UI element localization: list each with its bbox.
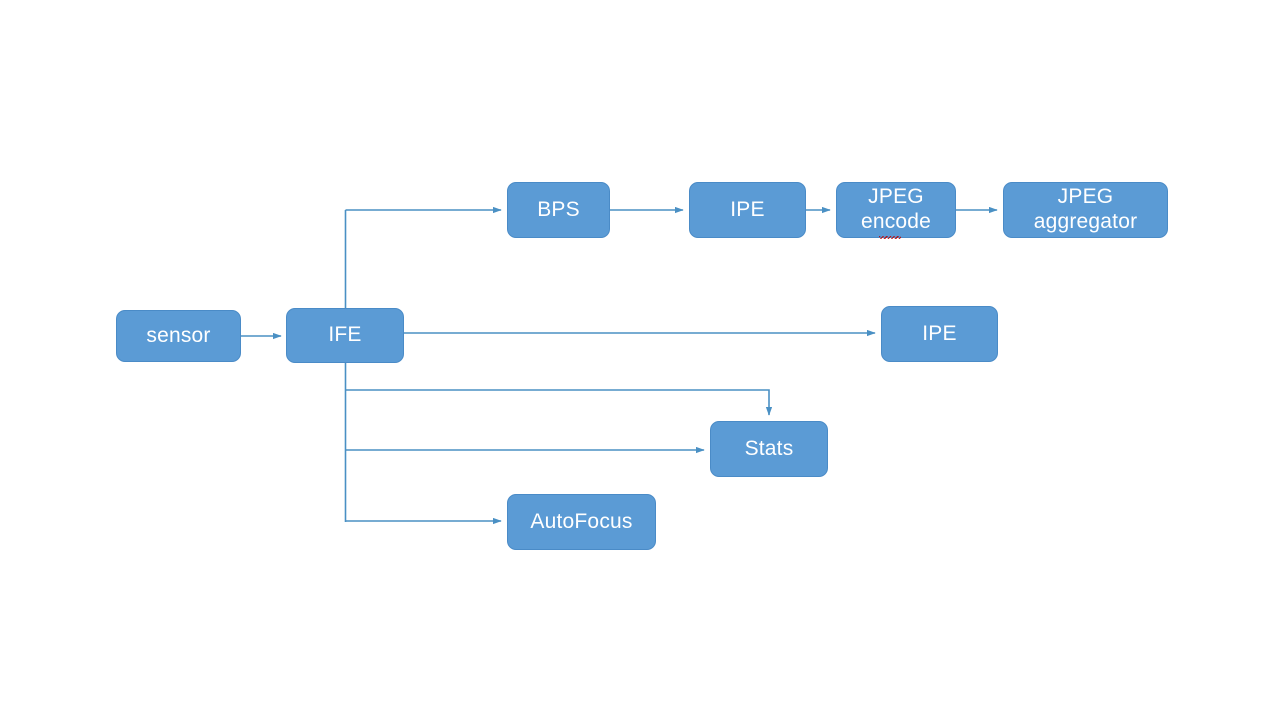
- node-jpeg-aggregator[interactable]: JPEG aggregator: [1003, 182, 1168, 238]
- node-jpeg-encode[interactable]: JPEG encode: [836, 182, 956, 238]
- node-autofocus[interactable]: AutoFocus: [507, 494, 656, 550]
- node-sensor[interactable]: sensor: [116, 310, 241, 362]
- edge-ife-to-stats-top: [345, 389, 773, 416]
- node-stats[interactable]: Stats: [710, 421, 828, 477]
- node-ife[interactable]: IFE: [286, 308, 404, 363]
- node-bps[interactable]: BPS: [507, 182, 610, 238]
- node-ipe-mid[interactable]: IPE: [881, 306, 998, 362]
- node-ipe-top[interactable]: IPE: [689, 182, 806, 238]
